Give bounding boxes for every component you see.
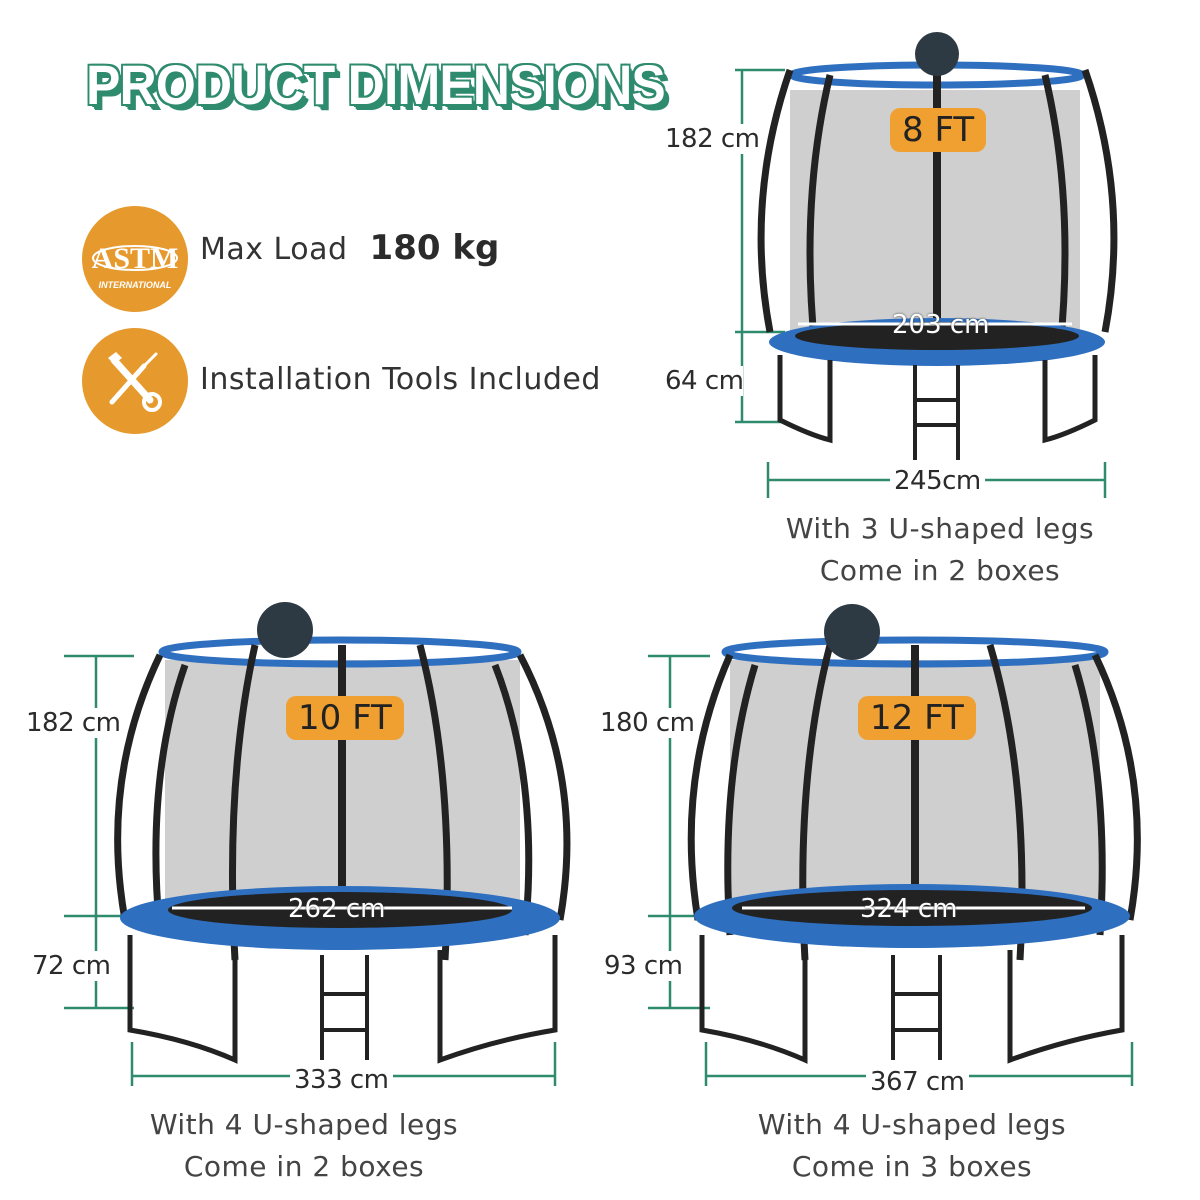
leg-height-label-8ft: 64 cm: [665, 366, 744, 396]
caption-10ft: With 4 U-shaped legs Come in 2 boxes: [94, 1104, 514, 1188]
size-badge-8ft: 8 FT: [890, 108, 987, 152]
trampoline-12ft-illustration: [648, 604, 1141, 1086]
caption-legs-8ft: With 3 U-shaped legs: [785, 512, 1095, 545]
height-label-12ft: 180 cm: [600, 708, 695, 738]
height-label-8ft: 182 cm: [665, 124, 760, 154]
total-diameter-12ft: 367 cm: [866, 1067, 969, 1097]
caption-boxes-8ft: Come in 2 boxes: [819, 554, 1061, 587]
caption-8ft: With 3 U-shaped legs Come in 2 boxes: [730, 508, 1150, 592]
max-load-value: 180 kg: [369, 228, 500, 268]
wrench-screwdriver-icon: [82, 328, 188, 434]
caption-legs-10ft: With 4 U-shaped legs: [149, 1108, 459, 1141]
astm-sub-text: INTERNATIONAL: [99, 280, 172, 290]
product-12ft: 12 FT 180 cm 93 cm 324 cm 367 cm With 4 …: [590, 600, 1200, 1200]
mat-diameter-8ft: 203 cm: [892, 310, 990, 340]
mat-diameter-10ft: 262 cm: [288, 894, 386, 924]
caption-legs-12ft: With 4 U-shaped legs: [757, 1108, 1067, 1141]
size-badge-10ft: 10 FT: [286, 696, 404, 740]
leg-height-label-10ft: 72 cm: [32, 951, 111, 981]
product-8ft: 8 FT 182 cm 64 cm 203 cm 245cm With 3 U-…: [650, 20, 1200, 600]
max-load-label: Max Load: [200, 232, 348, 267]
total-diameter-10ft: 333 cm: [290, 1065, 393, 1095]
total-diameter-8ft: 245cm: [890, 466, 985, 496]
mat-diameter-12ft: 324 cm: [860, 894, 958, 924]
caption-boxes-10ft: Come in 2 boxes: [183, 1150, 425, 1183]
trampoline-8ft-illustration: [735, 32, 1118, 498]
astm-international-icon: ASTM INTERNATIONAL: [82, 206, 188, 312]
leg-height-label-12ft: 93 cm: [604, 951, 683, 981]
height-label-10ft: 182 cm: [26, 708, 121, 738]
size-badge-12ft: 12 FT: [858, 696, 976, 740]
installation-tools-label: Installation Tools Included: [200, 362, 601, 397]
product-10ft: 10 FT 182 cm 72 cm 262 cm 333 cm With 4 …: [0, 600, 600, 1200]
caption-12ft: With 4 U-shaped legs Come in 3 boxes: [702, 1104, 1122, 1188]
max-load-feature: Max Load 180 kg: [200, 228, 499, 268]
caption-boxes-12ft: Come in 3 boxes: [791, 1150, 1033, 1183]
page-title: PRODUCT DIMENSIONS: [86, 53, 666, 116]
